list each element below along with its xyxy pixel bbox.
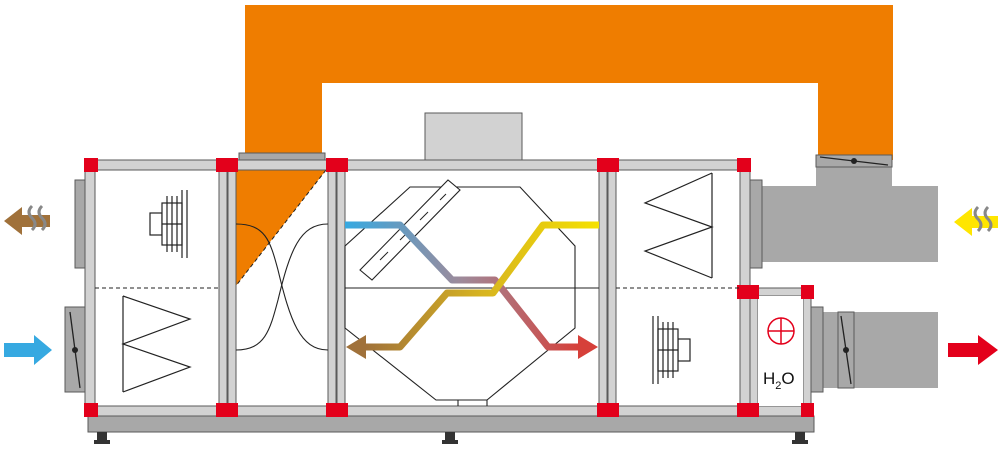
outdoor-to-supply-flow (345, 221, 578, 351)
exchanger-bypass-damper (359, 179, 461, 281)
supply-duct (814, 312, 938, 388)
corner-brackets (84, 158, 814, 417)
heat-exchanger (344, 186, 599, 406)
exhaust-flow-arrowhead (346, 335, 366, 359)
recirculation-duct (245, 5, 893, 160)
fan-icon (149, 190, 188, 258)
filter-icon (643, 172, 714, 279)
crossover-ducts (235, 223, 329, 351)
base-rail (87, 415, 815, 433)
humidifier-label: H2O (763, 369, 795, 392)
extract-to-exhaust-flow (365, 221, 599, 351)
fan-icon (652, 316, 691, 384)
exhaust-flange (74, 179, 86, 269)
top-damper-left (238, 152, 326, 161)
extract-duct (757, 186, 938, 262)
control-box (424, 112, 523, 161)
extract-air-arrow-icon (954, 205, 998, 236)
plus-circle-icon (767, 317, 795, 345)
exhaust-air-arrow-icon (4, 204, 50, 235)
supply-flow-arrowhead (578, 335, 598, 359)
filter-icon (121, 295, 192, 393)
feet (94, 432, 808, 444)
outdoor-air-arrow-icon (4, 335, 52, 365)
supply-air-arrow-icon (948, 335, 998, 365)
